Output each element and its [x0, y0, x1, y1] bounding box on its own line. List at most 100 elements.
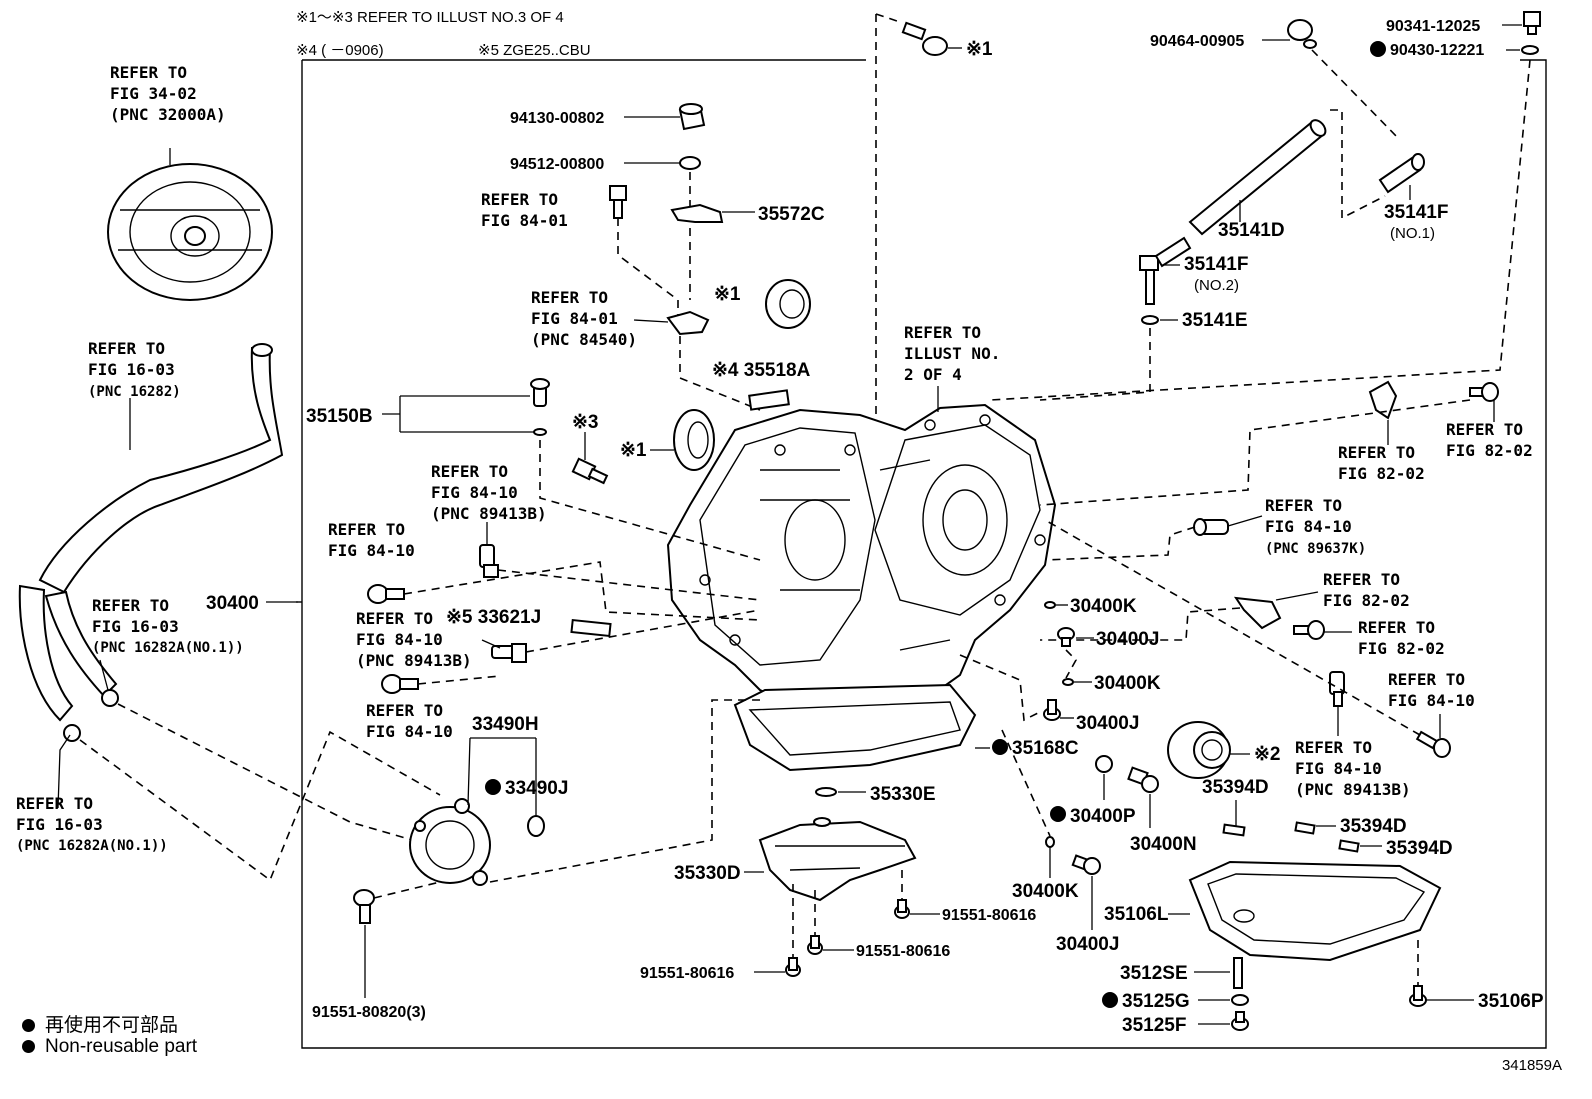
part-35141E[interactable]: 35141E — [1182, 310, 1248, 331]
refer-84-10-d-l2: FIG 84-10 — [366, 722, 453, 741]
oil-seal-x2-illustration — [1167, 721, 1231, 779]
refer-84-10-c-l3: (PNC 89413B) — [356, 651, 472, 670]
part-91551-80616-b[interactable]: 91551-80616 — [856, 943, 950, 960]
part-30400K-c[interactable]: 30400K — [1012, 881, 1079, 902]
refer-82-02-b-l2: FIG 82-02 — [1446, 441, 1533, 460]
mark-x3: ※3 — [572, 412, 599, 433]
part-35330E[interactable]: 35330E — [870, 784, 936, 805]
part-30400J-c[interactable]: 30400J — [1056, 934, 1119, 955]
part-3512SE[interactable]: 3512SE — [1120, 963, 1188, 984]
part-30400[interactable]: 30400 — [206, 593, 259, 614]
part-30400J-b[interactable]: 30400J — [1076, 713, 1139, 734]
plug-30400n-illustration — [1127, 766, 1159, 793]
sensor-89413b-a-illustration — [479, 544, 499, 578]
bolt-82-02-d-illustration — [1293, 620, 1325, 640]
part-30400N[interactable]: 30400N — [1130, 834, 1197, 855]
refer-84-10-a-l3: (PNC 89413B) — [431, 504, 547, 523]
part-33621J[interactable]: ※5 33621J — [446, 607, 541, 628]
part-90464-00905[interactable]: 90464-00905 — [1150, 33, 1244, 50]
part-35394D-b[interactable]: 35394D — [1340, 816, 1407, 837]
refer-82-02-d-l1: REFER TO — [1358, 618, 1435, 637]
refer-illust2-l3: 2 OF 4 — [904, 365, 962, 384]
part-35394D-a[interactable]: 35394D — [1202, 777, 1269, 798]
plug-35125f-illustration — [1231, 1011, 1249, 1031]
refer-84-10-f-l2: FIG 84-10 — [1388, 691, 1475, 710]
part-33490J[interactable]: 33490J — [505, 778, 568, 799]
refer-converter-l1: REFER TO — [110, 63, 187, 82]
refer-hose-mid-l1: REFER TO — [92, 596, 169, 615]
part-30400K-b[interactable]: 30400K — [1094, 673, 1161, 694]
oil-seal-x1-top-illustration — [765, 279, 811, 329]
part-91551-80820-3[interactable]: 91551-80820(3) — [312, 1004, 426, 1021]
nut-94130-illustration — [678, 103, 706, 131]
refer-hose-bot-l1: REFER TO — [16, 794, 93, 813]
part-91551-80616-a[interactable]: 91551-80616 — [942, 907, 1036, 924]
part-35106L[interactable]: 35106L — [1104, 904, 1169, 925]
part-35141F-no2-sub: (NO.2) — [1194, 277, 1239, 294]
part-35141F-no2[interactable]: 35141F — [1184, 254, 1248, 275]
part-35330D[interactable]: 35330D — [674, 863, 741, 884]
plug-30400j-a-illustration — [1057, 627, 1075, 647]
refer-84-10-f-l1: REFER TO — [1388, 670, 1465, 689]
refer-converter-l3: (PNC 32000A) — [110, 105, 226, 124]
pipe-35141d-illustration — [1188, 119, 1327, 236]
strainer-35330d-illustration — [758, 817, 917, 902]
sensor-89413b-c-illustration — [491, 643, 527, 663]
non-reusable-dot-33490J — [485, 779, 501, 795]
legend-jp-text: 再使用不可部品 — [45, 1015, 179, 1036]
refer-hose-top-l3: (PNC 16282) — [88, 384, 181, 400]
part-33490H[interactable]: 33490H — [472, 714, 539, 735]
switch-89637k-illustration — [1193, 518, 1229, 536]
part-90430-12221[interactable]: 90430-12221 — [1390, 42, 1484, 59]
washer-94512-illustration — [679, 156, 701, 170]
transaxle-case-illustration — [666, 403, 1057, 772]
refer-hose-top-l1: REFER TO — [88, 339, 165, 358]
selector-switch-illustration — [666, 310, 710, 336]
part-94512-00800[interactable]: 94512-00800 — [510, 156, 604, 173]
clamp-90464-illustration — [1287, 19, 1317, 49]
refer-illust2-l2: ILLUST NO. — [904, 344, 1000, 363]
o-ring-30400k-b-illustration — [1062, 678, 1074, 686]
part-35125G[interactable]: 35125G — [1122, 991, 1190, 1012]
non-reusable-dot-35125G — [1102, 992, 1118, 1008]
part-35394D-c[interactable]: 35394D — [1386, 838, 1453, 859]
refer-84-10-b-l2: FIG 84-10 — [328, 541, 415, 560]
pad-35394d-a-illustration — [1222, 823, 1246, 837]
part-35141D[interactable]: 35141D — [1218, 220, 1285, 241]
refer-82-02-d-l2: FIG 82-02 — [1358, 639, 1445, 658]
o-ring-30400k-c-illustration — [1045, 836, 1055, 848]
part-94130-00802[interactable]: 94130-00802 — [510, 110, 604, 127]
sensor-89413b-g-illustration — [1329, 671, 1345, 707]
refer-84-01-b-l2: FIG 84-01 — [531, 309, 618, 328]
part-30400J-a[interactable]: 30400J — [1096, 629, 1159, 650]
part-30400K-a[interactable]: 30400K — [1070, 596, 1137, 617]
note-refer-illust-3: ※1～※3 REFER TO ILLUST NO.3 OF 4 — [296, 9, 564, 26]
refer-84-10-a-l1: REFER TO — [431, 462, 508, 481]
bolt-91551-80616-c-illustration — [785, 957, 801, 977]
refer-hose-mid-l3: (PNC 16282A(NO.1)) — [92, 640, 244, 656]
part-35572C[interactable]: 35572C — [758, 204, 825, 225]
part-30400P[interactable]: 30400P — [1070, 806, 1136, 827]
refer-84-01-a-l2: FIG 84-01 — [481, 211, 568, 230]
part-91551-80616-c[interactable]: 91551-80616 — [640, 965, 734, 982]
oil-pan-35106l-illustration — [1188, 860, 1442, 962]
part-35141F-no1[interactable]: 35141F — [1384, 202, 1448, 223]
part-35518A[interactable]: ※4 35518A — [712, 360, 811, 381]
tube-3512se-illustration — [1233, 957, 1243, 989]
part-35125F[interactable]: 35125F — [1122, 1015, 1186, 1036]
mark-x1-bolt-top: ※1 — [966, 39, 993, 60]
refer-84-10-a-l2: FIG 84-10 — [431, 483, 518, 502]
refer-hose-bot-l3: (PNC 16282A(NO.1)) — [16, 838, 168, 854]
bolt-91551-80616-a-illustration — [894, 899, 910, 919]
part-35150B[interactable]: 35150B — [306, 406, 373, 427]
refer-84-10-e-l2: FIG 84-10 — [1265, 517, 1352, 536]
refer-84-01-b-l1: REFER TO — [531, 288, 608, 307]
gasket-90430-illustration — [1521, 45, 1539, 55]
part-90341-12025[interactable]: 90341-12025 — [1386, 18, 1480, 35]
refer-84-10-g-l1: REFER TO — [1295, 738, 1372, 757]
part-35168C[interactable]: 35168C — [1012, 738, 1079, 759]
gasket-30400p-illustration — [1095, 755, 1113, 773]
plug-30400j-c-illustration — [1071, 854, 1101, 875]
part-35106P[interactable]: 35106P — [1478, 991, 1544, 1012]
